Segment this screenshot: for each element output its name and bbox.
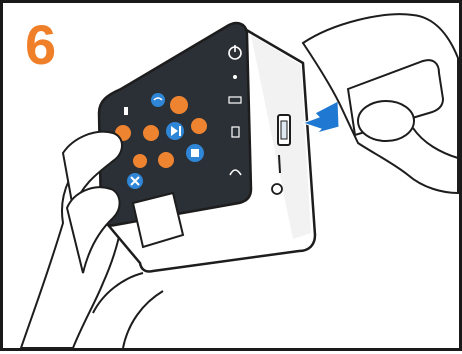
small-status-icon	[124, 107, 128, 115]
thumb	[358, 101, 414, 141]
bottom-button	[158, 152, 174, 168]
close-icon	[127, 173, 143, 189]
right-button	[191, 118, 207, 134]
small-left-button	[133, 154, 147, 168]
stop-icon	[186, 144, 204, 162]
left-button	[143, 125, 159, 141]
device-illustration	[3, 3, 462, 354]
play-pause-icon	[166, 122, 184, 140]
wifi-icon	[151, 93, 165, 107]
audio-jack	[272, 184, 282, 194]
status-dot	[233, 75, 237, 79]
top-button	[170, 96, 188, 114]
port-slot	[279, 155, 280, 173]
